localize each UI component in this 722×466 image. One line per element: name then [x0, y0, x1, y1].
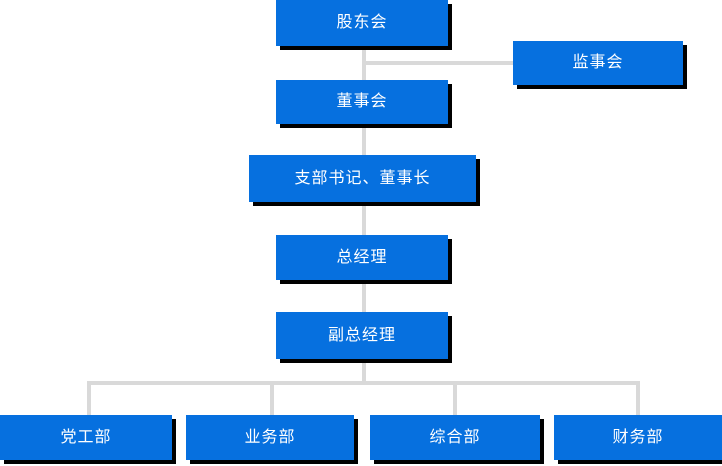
- org-node-shareholders[interactable]: 股东会: [276, 0, 448, 46]
- org-node-label: 业务部: [244, 428, 296, 446]
- org-node-general-manager[interactable]: 总经理: [276, 235, 448, 280]
- connector-drop-dept-biz: [270, 381, 274, 415]
- connector-chairman-to-gm: [362, 202, 366, 235]
- connector-department-bus: [87, 381, 640, 385]
- org-node-label: 副总经理: [327, 326, 396, 344]
- org-node-business-dept[interactable]: 业务部: [186, 415, 354, 460]
- org-node-label: 股东会: [336, 14, 388, 31]
- org-node-general-affairs-dept[interactable]: 综合部: [370, 415, 540, 460]
- org-node-label: 综合部: [429, 428, 481, 446]
- org-node-label: 总经理: [336, 248, 388, 266]
- org-node-label: 党工部: [60, 428, 112, 446]
- connector-gm-to-deputy-gm: [362, 280, 366, 312]
- connector-drop-dept-party: [87, 381, 91, 415]
- org-node-label: 监事会: [572, 54, 624, 71]
- connector-board-to-chairman: [362, 124, 366, 155]
- connector-shareholders-to-supervisors: [364, 61, 514, 65]
- org-node-board[interactable]: 董事会: [276, 80, 448, 124]
- connector-deputy-gm-stem: [362, 359, 366, 385]
- org-node-chairman[interactable]: 支部书记、董事长: [249, 155, 476, 202]
- connector-drop-dept-finance: [636, 381, 640, 415]
- org-node-deputy-general-manager[interactable]: 副总经理: [276, 312, 448, 359]
- org-node-supervisors[interactable]: 监事会: [513, 41, 683, 85]
- org-node-party-affairs-dept[interactable]: 党工部: [0, 415, 172, 460]
- org-node-label: 财务部: [612, 428, 664, 446]
- org-node-finance-dept[interactable]: 财务部: [554, 415, 722, 460]
- org-node-label: 支部书记、董事长: [294, 169, 431, 187]
- connector-drop-dept-general: [453, 381, 457, 415]
- org-node-label: 董事会: [336, 93, 388, 110]
